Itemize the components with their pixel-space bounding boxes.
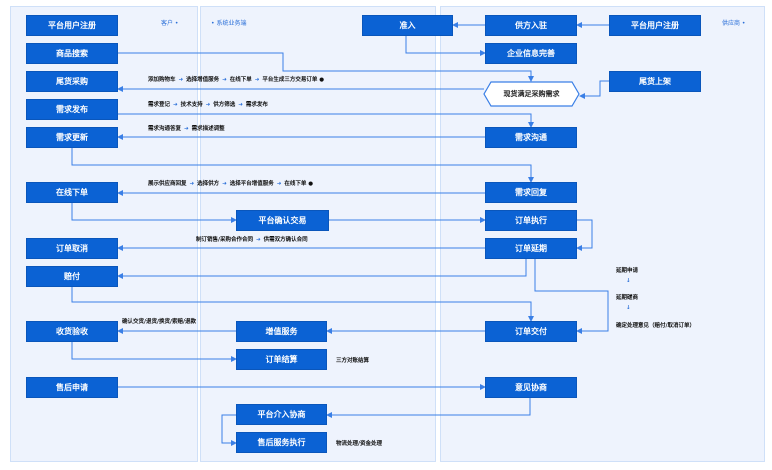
tail-listing-node[interactable]: 尾货上架 <box>609 71 701 92</box>
connector-arrow <box>576 219 593 251</box>
mediation-node[interactable]: 平台介入协商 <box>236 404 327 425</box>
arrow-down-icon: ↓ <box>626 278 631 284</box>
connector-arrow <box>221 414 237 446</box>
order-exec-node[interactable]: 订单执行 <box>485 210 577 231</box>
company-info-node[interactable]: 企业信息完善 <box>485 43 577 64</box>
connector-arrow <box>71 287 534 322</box>
value-added-node[interactable]: 增值服务 <box>236 321 327 342</box>
access-node[interactable]: 准入 <box>362 15 453 36</box>
hexagon-shape <box>483 81 580 107</box>
tail-purchase-node[interactable]: 尾货采购 <box>26 71 118 92</box>
lane-label-system: • 系统业务端 <box>211 20 247 27</box>
connector-arrow <box>118 113 534 128</box>
order-delivery-node[interactable]: 订单交付 <box>485 321 577 342</box>
confirm-trade-node[interactable]: 平台确认交易 <box>236 210 329 231</box>
customer-register-node[interactable]: 平台用户注册 <box>26 15 118 36</box>
lane-system <box>200 6 436 462</box>
lane-label-customer: 客户 • <box>161 20 179 27</box>
arrow-down-icon: ↓ <box>626 305 631 311</box>
product-search-node[interactable]: 商品搜索 <box>26 43 118 64</box>
stock-decision-label: 现货满足采购需求 <box>503 90 560 98</box>
connector-arrow <box>326 398 531 418</box>
demand-publish-node[interactable]: 需求发布 <box>26 99 118 120</box>
delay-step-negotiate: 延期磋商 <box>616 295 639 301</box>
settlement-note: 三方对账结算 <box>336 358 370 364</box>
connector-arrow <box>71 203 237 223</box>
supplier-register-node[interactable]: 平台用户注册 <box>609 15 701 36</box>
connector-arrow <box>71 342 237 362</box>
connector-arrow <box>579 80 609 99</box>
demand-comm-node[interactable]: 需求沟通 <box>485 127 577 148</box>
lane-label-supplier: 供应商 • <box>722 20 746 27</box>
after-sale-exec-node[interactable]: 售后服务执行 <box>236 432 327 453</box>
order-steps-note: 展示供应商回复➜选择供方➜选择平台增值服务➜在线下单 ● <box>148 181 314 187</box>
purchase-steps-note: 添加购物车➜选择增值服务➜在线下单➜平台生成三方交易订单 ● <box>148 77 325 83</box>
order-cancel-node[interactable]: 订单取消 <box>26 238 118 259</box>
connector-arrow <box>534 259 609 334</box>
compensation-node[interactable]: 赔付 <box>26 266 118 287</box>
after-sale-note: 物流处理/资金处理 <box>336 441 383 447</box>
after-sale-apply-node[interactable]: 售后申请 <box>26 377 118 398</box>
receipt-check-node[interactable]: 收货验收 <box>26 321 118 342</box>
connector-arrow <box>118 52 534 82</box>
delay-step-decision: 确定处理意见（赔付/取消订单） <box>616 323 696 329</box>
order-delay-node[interactable]: 订单延期 <box>485 238 577 259</box>
delay-step-apply: 延期申请 <box>616 268 639 274</box>
demand-update-node[interactable]: 需求更新 <box>26 127 118 148</box>
connector-arrow <box>117 259 527 279</box>
supplier-entry-node[interactable]: 供方入驻 <box>485 15 577 36</box>
demand-reply-node[interactable]: 需求回复 <box>485 182 577 203</box>
stock-decision-node[interactable]: 现货满足采购需求 <box>483 81 580 107</box>
negotiation-node[interactable]: 意见协商 <box>485 377 577 398</box>
update-steps-note: 需求沟通答复➜需求描述调整 <box>148 126 225 132</box>
publish-steps-note: 需求登记➜技术支持➜供方筛选➜需求发布 <box>148 102 268 108</box>
receipt-note: 确认交货/退货/换货/索赔/退款 <box>122 319 197 325</box>
connector-arrow <box>405 36 486 56</box>
online-order-node[interactable]: 在线下单 <box>26 182 118 203</box>
connector-arrow <box>71 148 534 183</box>
settlement-node[interactable]: 订单结算 <box>236 349 327 370</box>
contract-steps-note: 制订销售/采购合作合同➜供需双方确认合同 <box>196 237 308 243</box>
